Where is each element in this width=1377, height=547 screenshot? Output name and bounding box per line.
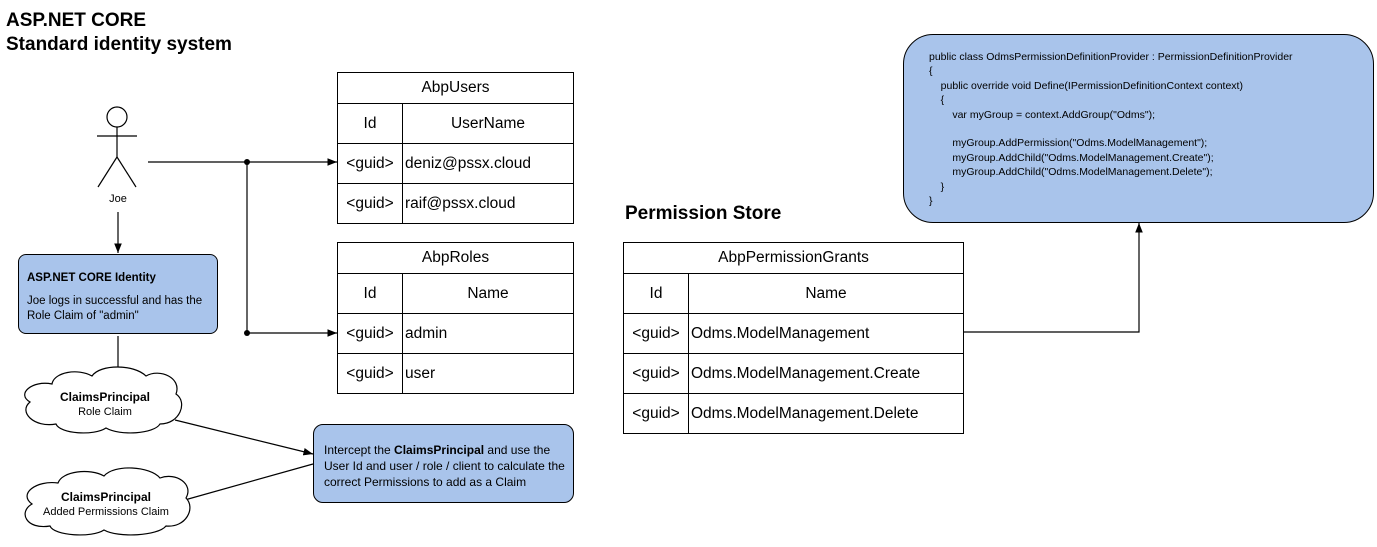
arrow-claims-to-intercept <box>174 419 314 456</box>
grants-col-name: Name <box>687 273 965 314</box>
code-line: myGroup.AddPermission("Odms.ModelManagem… <box>929 137 1208 150</box>
code-box[interactable]: public class OdmsPermissionDefinitionPro… <box>903 34 1374 223</box>
grants-row-1-id: <guid> <box>623 353 689 394</box>
table-row[interactable]: <guid> admin <box>337 313 574 354</box>
grants-table-name: AbpPermissionGrants <box>622 242 965 274</box>
cloud-claims-added-shape[interactable] <box>24 467 191 536</box>
table-row[interactable]: <guid> user <box>337 353 574 394</box>
actor-joe-icon[interactable] <box>97 106 137 188</box>
actor-label: Joe <box>109 193 127 205</box>
roles-table-name: AbpRoles <box>337 242 574 274</box>
grants-row-0-id: <guid> <box>623 313 689 354</box>
arrow-grants-to-code <box>963 223 1143 333</box>
junction-dot-bottom <box>244 330 250 336</box>
title-line-2: Standard identity system <box>6 34 232 55</box>
table-row[interactable]: <guid> Odms.ModelManagement.Delete <box>623 393 965 434</box>
table-row[interactable]: <guid> Odms.ModelManagement.Create <box>623 353 965 394</box>
permission-store-title: Permission Store <box>625 203 782 224</box>
roles-row-1-name: user <box>402 353 574 394</box>
roles-row-1-id: <guid> <box>337 353 403 394</box>
code-line <box>929 122 1363 136</box>
grants-row-2-name: Odms.ModelManagement.Delete <box>687 393 965 434</box>
table-row[interactable]: <guid> Odms.ModelManagement <box>623 313 965 354</box>
grants-row-1-name: Odms.ModelManagement.Create <box>687 353 965 394</box>
cloud-claims-role-shape[interactable] <box>24 366 183 434</box>
code-line: } <box>929 180 945 193</box>
cloud-claims-role-subtitle: Role Claim <box>78 406 132 418</box>
grants-table[interactable]: AbpPermissionGrants Id Name <guid> Odms.… <box>622 242 965 434</box>
identity-box[interactable]: ASP.NET CORE Identity Joe logs in succes… <box>18 254 218 334</box>
cloud-claims-added: ClaimsPrincipal Added Permissions Claim <box>36 490 176 519</box>
roles-row-0-name: admin <box>402 313 574 354</box>
code-line: } <box>929 194 933 207</box>
users-row-0-username: deniz@pssx.cloud <box>402 143 574 184</box>
cloud-claims-role-title: ClaimsPrincipal <box>59 390 151 404</box>
identity-box-title: ASP.NET CORE Identity <box>27 272 156 284</box>
code-line: public override void Define(IPermissionD… <box>929 79 1243 92</box>
grants-row-0-name: Odms.ModelManagement <box>687 313 965 354</box>
identity-box-body: Joe logs in successful and has the Role … <box>27 295 203 322</box>
users-table[interactable]: AbpUsers Id UserName <guid> deniz@pssx.c… <box>337 72 574 224</box>
users-row-1-username: raif@pssx.cloud <box>402 183 574 224</box>
roles-col-name: Name <box>402 273 574 314</box>
intercept-text-before: Intercept the <box>324 443 395 457</box>
code-line: public class OdmsPermissionDefinitionPro… <box>929 51 1293 63</box>
users-col-username: UserName <box>402 103 574 144</box>
title-line-1: ASP.NET CORE <box>6 10 147 31</box>
code-line: { <box>929 65 933 78</box>
intercept-box[interactable]: Intercept the ClaimsPrincipal and use th… <box>313 424 574 503</box>
users-row-1-id: <guid> <box>337 183 403 224</box>
arrow-intercept-to-added <box>173 463 314 505</box>
code-line: { <box>929 94 945 107</box>
table-row[interactable]: <guid> raif@pssx.cloud <box>337 183 574 224</box>
grants-col-id: Id <box>623 273 689 314</box>
code-line: myGroup.AddChild("Odms.ModelManagement.C… <box>929 151 1214 164</box>
cloud-claims-role: ClaimsPrincipal Role Claim <box>40 390 170 419</box>
users-table-name: AbpUsers <box>337 72 574 104</box>
code-line: var myGroup = context.AddGroup("Odms"); <box>929 108 1155 121</box>
users-row-0-id: <guid> <box>337 143 403 184</box>
roles-table[interactable]: AbpRoles Id Name <guid> admin <guid> use… <box>337 242 574 394</box>
roles-col-id: Id <box>337 273 403 314</box>
code-line: myGroup.AddChild("Odms.ModelManagement.D… <box>929 166 1213 179</box>
grants-row-2-id: <guid> <box>623 393 689 434</box>
cloud-claims-added-subtitle: Added Permissions Claim <box>43 506 169 518</box>
page-title: ASP.NET CORE Standard identity system <box>6 9 232 57</box>
table-row[interactable]: <guid> deniz@pssx.cloud <box>337 143 574 184</box>
intercept-text-after: and use the User Id and user / role / cl… <box>324 443 565 489</box>
cloud-claims-added-title: ClaimsPrincipal <box>60 490 152 504</box>
intercept-text-bold: ClaimsPrincipal <box>394 443 485 457</box>
roles-row-0-id: <guid> <box>337 313 403 354</box>
users-col-id: Id <box>337 103 403 144</box>
junction-dot-top <box>244 159 250 165</box>
